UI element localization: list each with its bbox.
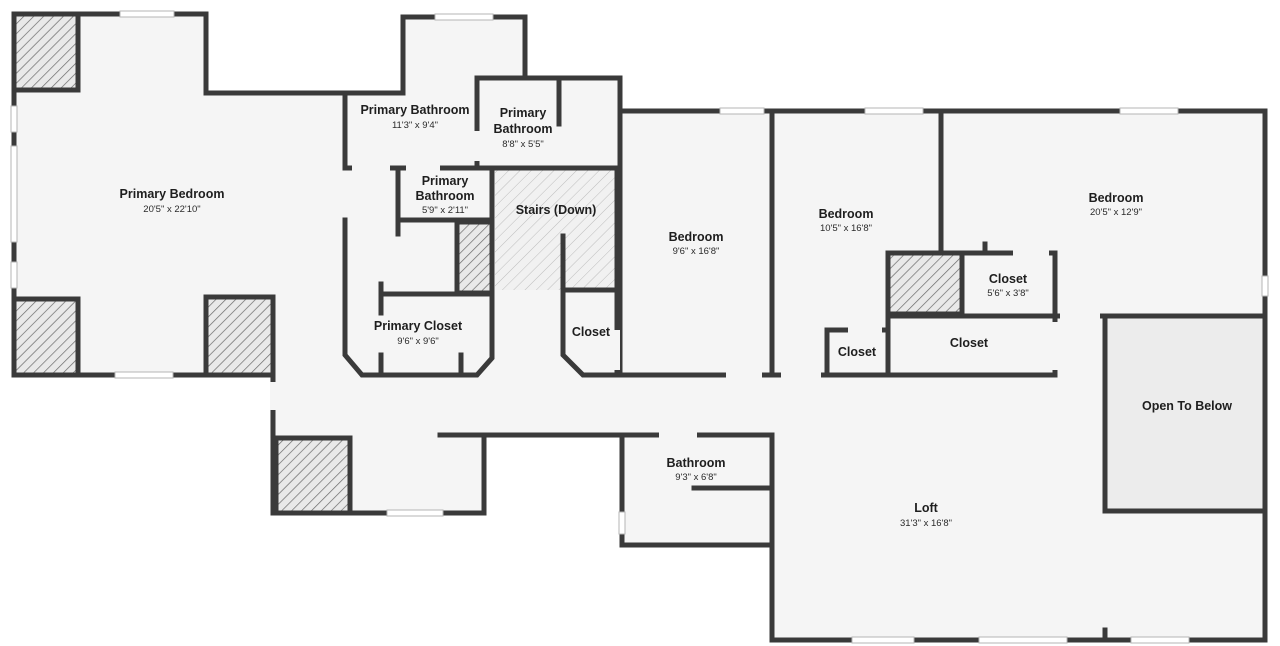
bedroom-2-dim: 10'5" x 16'8": [820, 223, 872, 234]
primary-bathroom-2-name-line2: Bathroom: [493, 122, 552, 136]
bedroom-3-name: Bedroom: [1089, 191, 1144, 205]
bedroom-1-name: Bedroom: [669, 230, 724, 244]
open-to-below-name: Open To Below: [1142, 399, 1232, 413]
primary-bathroom-3-name-line1: Primary: [422, 174, 469, 188]
primary-bedroom-dim: 20'5" x 22'10": [143, 204, 200, 215]
stairs-name: Stairs (Down): [516, 203, 597, 217]
primary-bathroom-2-name-line1: Primary: [500, 106, 547, 120]
primary-bathroom-2-dim: 8'8" x 5'5": [502, 139, 544, 150]
loft-dim: 31'3" x 16'8": [900, 518, 952, 529]
primary-bathroom-1-name: Primary Bathroom: [360, 103, 469, 117]
bedroom-1-dim: 9'6" x 16'8": [673, 246, 720, 257]
primary-bedroom-name: Primary Bedroom: [120, 187, 225, 201]
open-to-below-area: [1106, 318, 1264, 511]
door-openings: [270, 131, 1100, 438]
loft-name: Loft: [914, 501, 938, 515]
closet-c-name: Closet: [838, 345, 877, 359]
bathroom-dim: 9'3" x 6'8": [675, 472, 717, 483]
bathroom-name: Bathroom: [666, 456, 725, 470]
primary-bathroom-3-dim: 5'9" x 2'11": [422, 205, 468, 216]
room-labels: Primary Bedroom 20'5" x 22'10" Primary B…: [120, 103, 1233, 529]
closet-hall-name: Closet: [572, 325, 611, 339]
closet-a-name: Closet: [989, 272, 1028, 286]
bedroom-2-name: Bedroom: [819, 207, 874, 221]
primary-closet-name: Primary Closet: [374, 319, 463, 333]
primary-bathroom-1-dim: 11'3" x 9'4": [392, 120, 438, 131]
closet-b-name: Closet: [950, 336, 989, 350]
primary-closet-dim: 9'6" x 9'6": [397, 336, 439, 347]
stairs-area: [495, 170, 617, 290]
closet-a-dim: 5'6" x 3'8": [987, 288, 1029, 299]
windows: [10, 10, 1269, 644]
primary-bathroom-3-name-line2: Bathroom: [415, 189, 474, 203]
bedroom-3-dim: 20'5" x 12'9": [1090, 207, 1142, 218]
